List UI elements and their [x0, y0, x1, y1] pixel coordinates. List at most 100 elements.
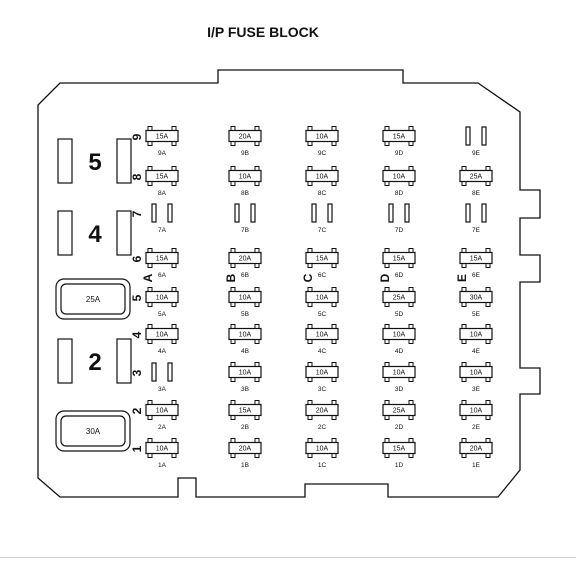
fuse-pin: [254, 362, 260, 367]
fuse-rating: 25A: [393, 295, 406, 302]
fuse-body: [305, 403, 339, 417]
fuse-slot-label: 1A: [158, 462, 167, 469]
fuse-body: [459, 365, 493, 379]
fuse-pin: [408, 438, 414, 443]
relay-number: 5: [88, 149, 101, 176]
fuse-pin: [408, 126, 414, 131]
fuse-body: [305, 365, 339, 379]
fuse-slot-label: 3B: [241, 386, 249, 393]
fuse-body: [228, 251, 262, 265]
fuse-pin: [384, 377, 390, 382]
fuse-1c: 10A 1C: [305, 438, 339, 469]
fuse-pin: [147, 166, 153, 171]
fuse-slot-label: 1C: [318, 462, 327, 469]
fuse-slot-label: 9B: [241, 150, 249, 157]
relay-5: 5: [57, 138, 132, 184]
fuse-rating: 15A: [393, 134, 406, 141]
fuse-pin: [331, 263, 337, 268]
relay-number: 4: [88, 221, 102, 248]
fuse-pin: [171, 453, 177, 458]
fuse-pin: [485, 362, 491, 367]
fuse-slot-label: 4B: [241, 348, 249, 355]
fuse-slot-label: 8E: [472, 190, 481, 197]
fuse-slot-label: 8B: [241, 190, 249, 197]
fuse-body: [228, 129, 262, 143]
fuse-rating: 10A: [239, 174, 252, 181]
fuse-rating: 20A: [239, 446, 252, 453]
maxi-fuse-inner: [60, 283, 126, 315]
row-label-8: 8: [130, 173, 144, 180]
fuse-pin: [331, 339, 337, 344]
fuse-pin: [147, 415, 153, 420]
fuse-slot-label: 7C: [318, 227, 327, 234]
fuse-slot-label: 7B: [241, 227, 249, 234]
fuse-body: [228, 290, 262, 304]
empty-slot-terminal: [481, 203, 487, 223]
fuse-pin: [461, 324, 467, 329]
fuse-pin: [461, 453, 467, 458]
fuse-rating: 10A: [316, 446, 329, 453]
fuse-pin: [254, 415, 260, 420]
fuse-slot-label: 2B: [241, 424, 249, 431]
fuse-body: [228, 327, 262, 341]
relay-4: 4: [57, 210, 132, 256]
fuse-pin: [485, 248, 491, 253]
fuse-slot-label: 7E: [472, 227, 481, 234]
diagram-title: I/P FUSE BLOCK: [207, 24, 319, 40]
fuse-pin: [307, 400, 313, 405]
fuse-rating: 15A: [393, 256, 406, 263]
fuse-slot-label: 3A: [158, 386, 167, 393]
fuse-pin: [254, 377, 260, 382]
fuse-pin: [171, 248, 177, 253]
fuse-pin: [230, 438, 236, 443]
relay-number: 2: [88, 349, 101, 376]
fuse-rating: 10A: [316, 134, 329, 141]
fuse-pin: [408, 302, 414, 307]
fuse-pin: [384, 302, 390, 307]
fuse-body: [382, 251, 416, 265]
fuse-pin: [307, 248, 313, 253]
fuse-pin: [307, 415, 313, 420]
fuse-rating: 10A: [316, 295, 329, 302]
fuse-rating: 10A: [156, 446, 169, 453]
fuse-pin: [485, 400, 491, 405]
fuse-7b: 7B: [234, 203, 256, 234]
fuse-pin: [254, 324, 260, 329]
fuse-pin: [408, 263, 414, 268]
fuse-rating: 10A: [239, 370, 252, 377]
fuse-pin: [485, 415, 491, 420]
fuse-pin: [485, 324, 491, 329]
fuse-rating: 10A: [316, 332, 329, 339]
column-label-D: D: [378, 273, 392, 282]
fuse-slot-label: 5E: [472, 311, 481, 318]
fuse-slot-label: 4E: [472, 348, 481, 355]
empty-slot-terminal: [465, 203, 471, 223]
fuse-pin: [408, 415, 414, 420]
fuse-pin: [254, 166, 260, 171]
fuse-slot-label: 9D: [395, 150, 404, 157]
fuse-pin: [307, 324, 313, 329]
column-label-A: A: [141, 273, 155, 282]
fuse-body: [382, 403, 416, 417]
fuse-pin: [485, 263, 491, 268]
fuse-pin: [485, 377, 491, 382]
fuse-pin: [147, 453, 153, 458]
empty-slot-terminal: [388, 203, 394, 223]
fuse-pin: [147, 126, 153, 131]
fuse-body: [228, 169, 262, 183]
fuse-slot-label: 9E: [472, 150, 481, 157]
row-label-6: 6: [130, 255, 144, 262]
fuse-rating: 15A: [393, 446, 406, 453]
fuse-pin: [408, 166, 414, 171]
fuse-pin: [384, 248, 390, 253]
fuse-pin: [147, 400, 153, 405]
relay-right-slot: [116, 138, 132, 184]
column-label-E: E: [455, 274, 469, 282]
fuse-slot-label: 6D: [395, 272, 404, 279]
fuse-body: [145, 129, 179, 143]
fuse-pin: [384, 166, 390, 171]
fuse-pin: [230, 302, 236, 307]
